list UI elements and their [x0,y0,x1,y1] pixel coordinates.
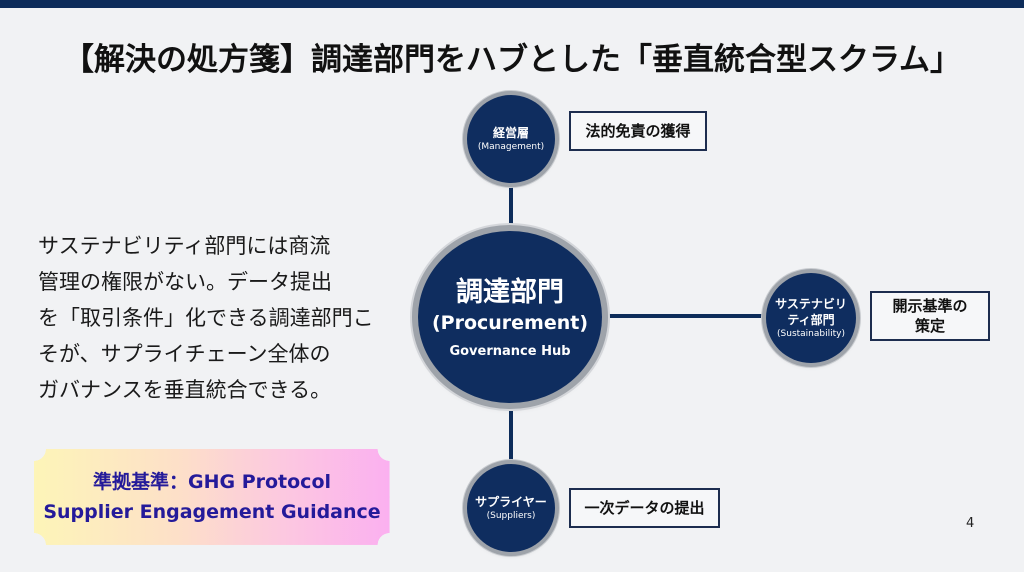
node-management: 経営層 (Management) [467,95,555,183]
body-text: サステナビリティ部門には商流 管理の権限がない。データ提出 を「取引条件」化でき… [38,228,418,408]
badge-line: 準拠基準：GHG Protocol [92,471,332,493]
body-text-line: を「取引条件」化できる調達部門こ [38,306,374,330]
hub-label-en: (Procurement) [431,311,589,334]
hub-node-procurement: 調達部門 (Procurement) Governance Hub [418,231,602,403]
top-accent-bar [0,0,1024,8]
role-box-management: 法的免責の獲得 [569,111,707,151]
role-line: 開示基準の [892,297,968,315]
hub-label-jp: 調達部門 [456,276,564,308]
node-label-en: (Suppliers) [486,510,536,521]
node-suppliers: サプライヤー (Suppliers) [467,464,555,552]
page-number: 4 [966,516,975,531]
node-sustainability: サステナビリ ティ部門 (Sustainability) [766,273,856,363]
connector-right [606,314,766,318]
role-box-suppliers: 一次データの提出 [569,488,720,528]
node-label-en: (Management) [477,141,545,152]
body-text-line: サステナビリティ部門には商流 [38,234,331,258]
role-box-sustainability: 開示基準の 策定 [870,291,990,341]
node-label-en: (Sustainability) [777,328,845,339]
badge-line: Supplier Engagement Guidance [43,501,381,523]
body-text-line: 管理の権限がない。データ提出 [38,270,332,294]
body-text-line: そが、サプライチェーン全体の [38,342,331,366]
connector-top [509,183,513,227]
body-text-line: ガバナンスを垂直統合できる。 [38,378,332,402]
node-label-jp: サステナビリ [775,296,847,311]
standard-badge: 準拠基準：GHG Protocol Supplier Engagement Gu… [34,449,390,545]
node-label-jp: サプライヤー [475,494,547,509]
role-line: 策定 [914,317,945,335]
hub-subtitle: Governance Hub [449,343,571,359]
node-label-jp: 経営層 [492,125,529,140]
node-label-jp: ティ部門 [787,312,835,327]
slide-title: 【解決の処方箋】調達部門をハブとした「垂直統合型スクラム」 [62,42,962,78]
connector-bottom [509,407,513,464]
